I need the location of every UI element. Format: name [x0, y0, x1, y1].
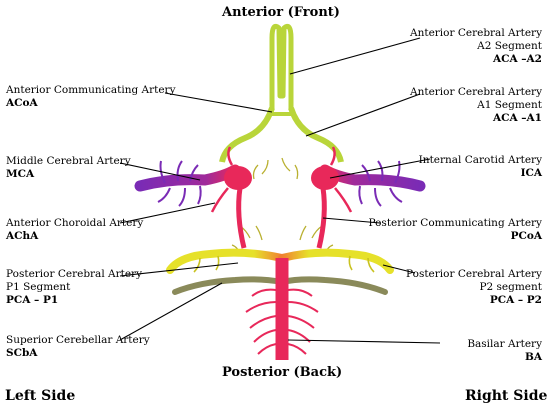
posterior-title: Posterior (Back)	[222, 365, 343, 380]
pca-left-shape	[166, 248, 286, 274]
label-pcoa: Posterior Communicating Artery PCoA	[368, 217, 542, 243]
label-name: Posterior Cerebral Artery	[405, 268, 542, 280]
label-abbr: PCA – P1	[6, 294, 59, 306]
pcoa-right-shape	[316, 187, 327, 249]
label-scba: Superior Cerebellar Artery SCbA	[6, 334, 150, 360]
label-ica: Internal Carotid Artery ICA	[419, 154, 542, 180]
label-acoa: Anterior Communicating Artery ACoA	[6, 84, 176, 110]
label-name: Internal Carotid Artery	[418, 154, 542, 166]
label-abbr: SCbA	[6, 347, 38, 359]
aca-a2-shape	[269, 23, 294, 110]
scba-left-shape	[172, 276, 285, 295]
left-side-label: Left Side	[5, 388, 76, 404]
label-abbr: PCoA	[510, 230, 542, 242]
label-abbr: MCA	[6, 168, 35, 180]
label-abbr: BA	[524, 351, 542, 363]
acha-shape	[210, 187, 229, 213]
label-sub: P1 Segment	[6, 281, 71, 293]
label-abbr: AChA	[6, 230, 39, 242]
ica-right-shape	[311, 166, 339, 190]
ica-left-shape	[224, 166, 252, 190]
label-name: Anterior Choroidal Artery	[6, 217, 144, 229]
pca-right-shape	[278, 248, 394, 274]
label-abbr: ACoA	[6, 97, 38, 109]
right-side-label: Right Side	[465, 388, 548, 404]
label-acha: Anterior Choroidal Artery AChA	[6, 217, 143, 243]
label-name: Posterior Cerebral Artery	[6, 268, 143, 280]
scba-right-shape	[279, 276, 388, 295]
pcoa-left-shape	[236, 187, 247, 249]
perforator-branches	[231, 157, 334, 256]
label-name: Anterior Cerebral Artery	[410, 86, 542, 98]
label-aca-a1: Anterior Cerebral Artery A1 Segment ACA …	[410, 86, 542, 125]
aca-a1-shape	[219, 107, 275, 163]
label-abbr: ACA –A1	[492, 112, 542, 124]
label-name: Basilar Artery	[467, 338, 542, 350]
pontine-branches	[245, 288, 319, 355]
label-name: Superior Cerebellar Artery	[6, 334, 150, 346]
label-sub: A1 Segment	[477, 99, 542, 111]
anterior-title: Anterior (Front)	[222, 5, 340, 20]
label-name: Anterior Communicating Artery	[6, 84, 176, 96]
label-sub: A2 Segment	[477, 40, 542, 52]
label-ba: Basilar Artery BA	[467, 338, 542, 364]
label-aca-a2: Anterior Cerebral Artery A2 Segment ACA …	[410, 27, 542, 66]
label-name: Posterior Communicating Artery	[368, 217, 542, 229]
pointer-lines	[119, 37, 441, 344]
label-sub: P2 segment	[479, 281, 542, 293]
label-abbr: PCA – P2	[489, 294, 542, 306]
label-pca-p2: Posterior Cerebral Artery P2 segment PCA…	[406, 268, 542, 307]
mca-right-shape	[319, 160, 426, 207]
label-pca-p1: Posterior Cerebral Artery P1 Segment PCA…	[6, 268, 142, 307]
label-abbr: ACA –A2	[492, 53, 542, 65]
label-name: Middle Cerebral Artery	[6, 155, 131, 167]
label-name: Anterior Cerebral Artery	[410, 27, 542, 39]
label-abbr: ICA	[520, 167, 542, 179]
label-mca: Middle Cerebral Artery MCA	[6, 155, 131, 181]
